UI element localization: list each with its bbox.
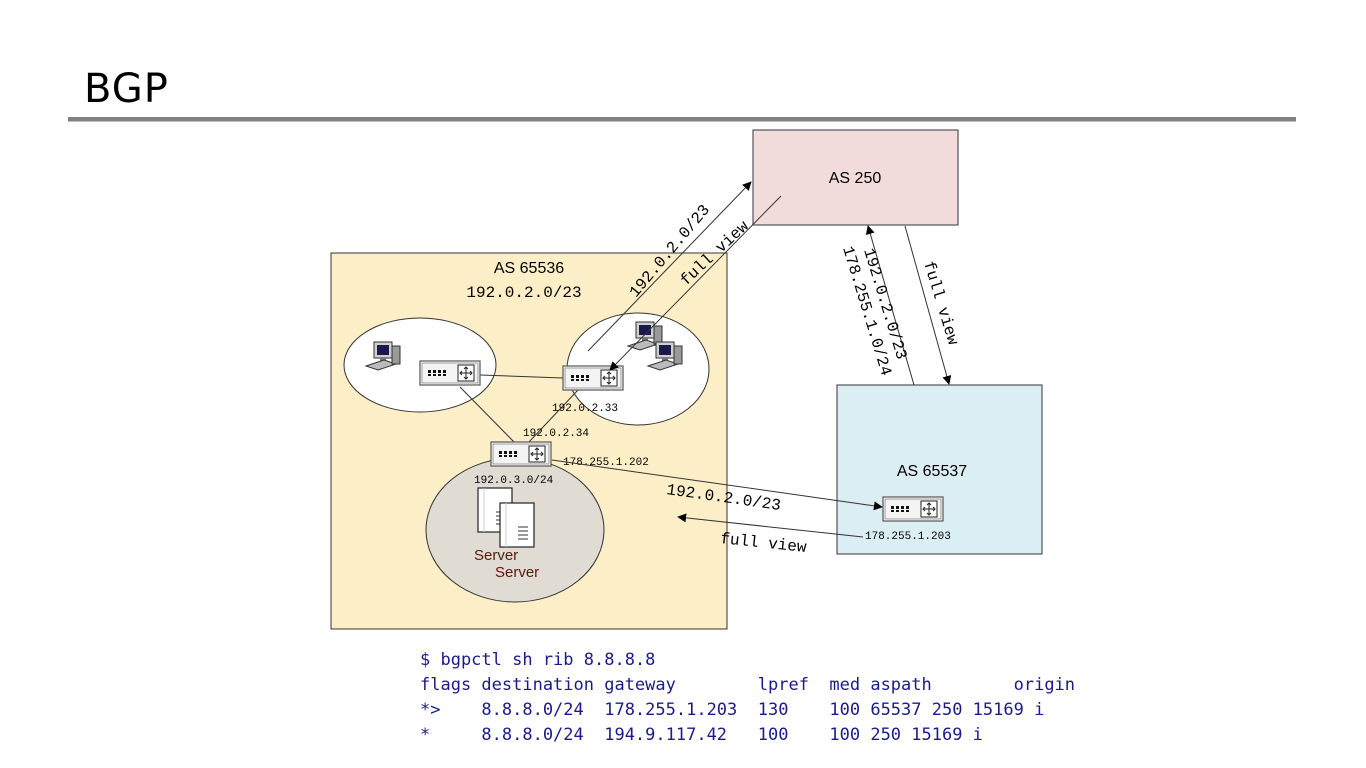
arrow-250-to-65537: [904, 225, 952, 385]
bgpctl-output: $ bgpctl sh rib 8.8.8.8 flags destination…: [420, 648, 1075, 748]
server-icon: [499, 502, 535, 548]
terminal-row: * 8.8.8.0/24 194.9.117.42 100 100 250 15…: [420, 725, 983, 745]
server-label: Server: [474, 547, 518, 564]
router-r2-ip: 192.0.2.34: [523, 428, 589, 440]
as-65537-box: [836, 384, 1043, 555]
arrow-65537-to-250: [865, 225, 915, 386]
router-r2-ext-ip: 178.255.1.202: [563, 457, 649, 469]
router-r2-icon: [490, 441, 552, 467]
terminal-header: flags destination gateway lpref med aspa…: [420, 675, 1076, 695]
arrow-65537-to-65536: [677, 513, 864, 538]
subnet-label: 192.0.3.0/24: [474, 475, 554, 487]
link-r1-to-r2: [527, 389, 579, 444]
router-lan-left-icon: [419, 360, 481, 386]
server-label: Server: [495, 564, 539, 581]
router-r1-icon: [562, 365, 624, 391]
link-lan-left-to-r2: [459, 386, 516, 444]
flow-label-view-250-to-65537: full view: [919, 259, 962, 347]
slide-title: BGP: [84, 66, 169, 112]
router-r1-ip: 192.0.2.33: [552, 403, 618, 415]
as-250-label: AS 250: [829, 170, 882, 187]
router-r3-icon: [882, 496, 944, 522]
arrow-250-to-65536: [609, 195, 782, 371]
arrow-65536-to-250: [587, 181, 752, 352]
as-65536-prefix: 192.0.2.0/23: [466, 284, 581, 302]
terminal-command: $ bgpctl sh rib 8.8.8.8: [420, 650, 656, 670]
flow-label-view-from-65537: full view: [719, 530, 807, 557]
as-65536-label: AS 65536: [494, 260, 564, 277]
link-lan-left-to-r1: [479, 374, 564, 379]
terminal-row: *> 8.8.8.0/24 178.255.1.203 130 100 6553…: [420, 700, 1045, 720]
as-65537-label: AS 65537: [897, 463, 967, 480]
as-250-box: [752, 129, 959, 226]
arrow-65536-to-65537: [551, 459, 883, 511]
router-r3-ip: 178.255.1.203: [865, 531, 951, 543]
title-divider: [68, 117, 1296, 122]
